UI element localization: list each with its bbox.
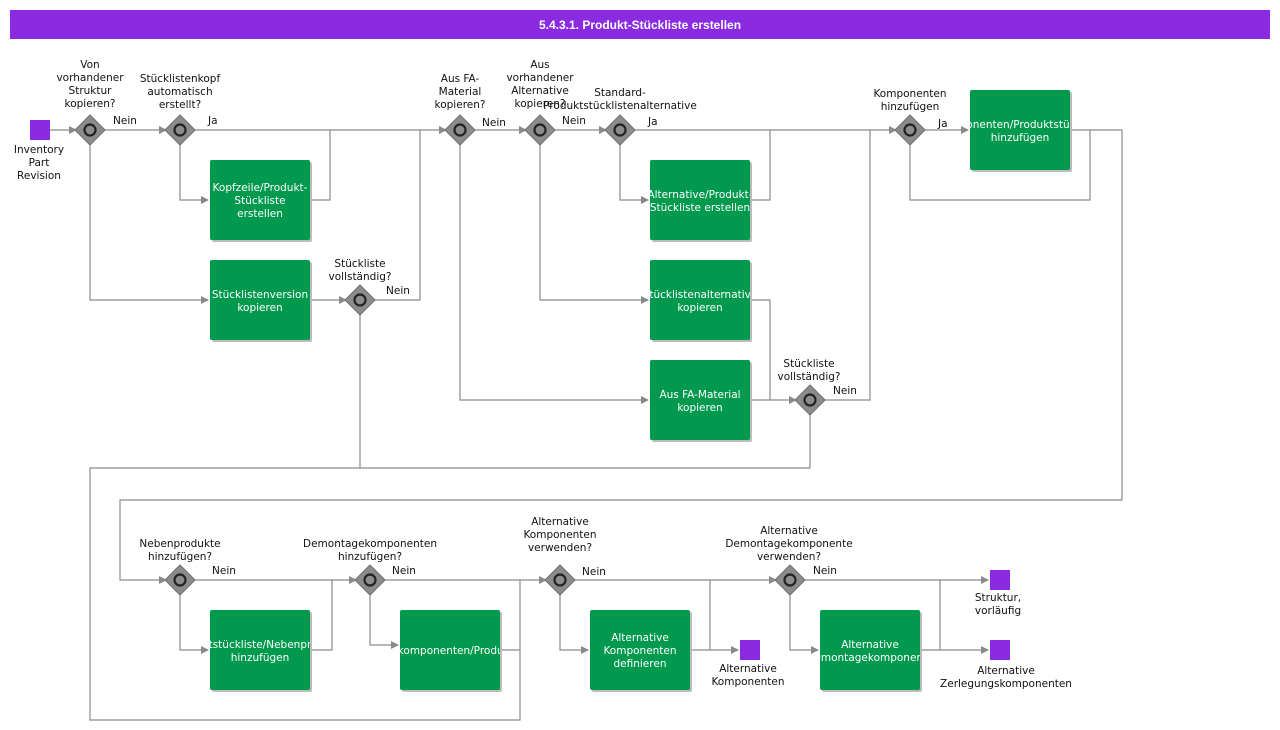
flow-g6-t3 xyxy=(619,144,649,204)
flow-label-g10-nein: Nein xyxy=(392,565,416,577)
flow-label-g12-nein: Nein xyxy=(813,565,837,577)
svg-text:Alternative/Produkt-Stückliste: Alternative/Produkt-Stückliste erstellen xyxy=(647,189,752,214)
flow-t4-g7 xyxy=(750,299,797,404)
flow-g3-lower xyxy=(89,314,521,721)
flow-label-g3-nein: Nein xyxy=(386,285,410,297)
flow-label-g11-nein: Nein xyxy=(582,566,606,578)
flow-label-g9-nein: Nein xyxy=(212,565,236,577)
flow-labels: Nein Ja Nein Nein Nein Ja Nein Ja Nein N… xyxy=(113,115,948,578)
flow-label-g5-nein: Nein xyxy=(562,115,586,127)
flow-label-g7-nein: Nein xyxy=(833,385,857,397)
svg-text:Demontagekomponenten/Produktst: Demontagekomponenten/Produktstückliste xyxy=(336,645,564,657)
end-event-struktur-vorlaeufig[interactable]: Struktur,vorläufig xyxy=(975,570,1021,617)
flow-g7-lower xyxy=(360,414,811,469)
flow-g4-t5 xyxy=(459,144,649,404)
flow-g5-t4 xyxy=(539,144,649,304)
flow-label-g1-nein: Nein xyxy=(113,115,137,127)
flow-g12-t10 xyxy=(789,594,819,654)
flow-t3-merge xyxy=(750,130,771,201)
flow-label-g2-ja: Ja xyxy=(207,115,218,127)
flow-label-g8-ja: Ja xyxy=(937,118,948,130)
task-demontagekomponenten[interactable]: Demontagekomponenten/Produktstückliste xyxy=(336,610,564,692)
flow-g9-t7 xyxy=(179,594,209,654)
sequence-flows xyxy=(50,126,1123,721)
svg-text:Struktur,vorläufig: Struktur,vorläufig xyxy=(975,592,1021,617)
flow-label-g6-ja: Ja xyxy=(647,116,658,128)
svg-text:Produktstückliste/Nebenprodukt: Produktstückliste/Nebenproduktehinzufüge… xyxy=(173,639,348,664)
gateway-standard-alternative[interactable]: Standard-Produktstücklistenalternative xyxy=(543,87,697,146)
flow-g7-g8 xyxy=(824,130,871,401)
flow-g3-g4 xyxy=(374,130,421,301)
flow-g11-t9 xyxy=(559,594,589,654)
flow-g1-t2 xyxy=(89,144,209,304)
flow-g10-t8 xyxy=(369,594,399,649)
flow-t6-g9 xyxy=(119,129,1123,584)
diagram-title: 5.4.3.1. Produkt-Stückliste erstellen xyxy=(10,10,1270,39)
flow-g8-bypass xyxy=(909,130,1091,201)
flow-t7-merge xyxy=(310,580,333,651)
flow-g2-t1 xyxy=(179,144,209,204)
flow-t1-merge xyxy=(310,130,331,201)
svg-text:Standard-Produktstücklistenalt: Standard-Produktstücklistenalternative xyxy=(543,87,697,112)
flow-label-g4-nein: Nein xyxy=(482,117,506,129)
task-alternative-erstellen[interactable]: Alternative/Produkt-Stückliste erstellen xyxy=(647,160,752,242)
